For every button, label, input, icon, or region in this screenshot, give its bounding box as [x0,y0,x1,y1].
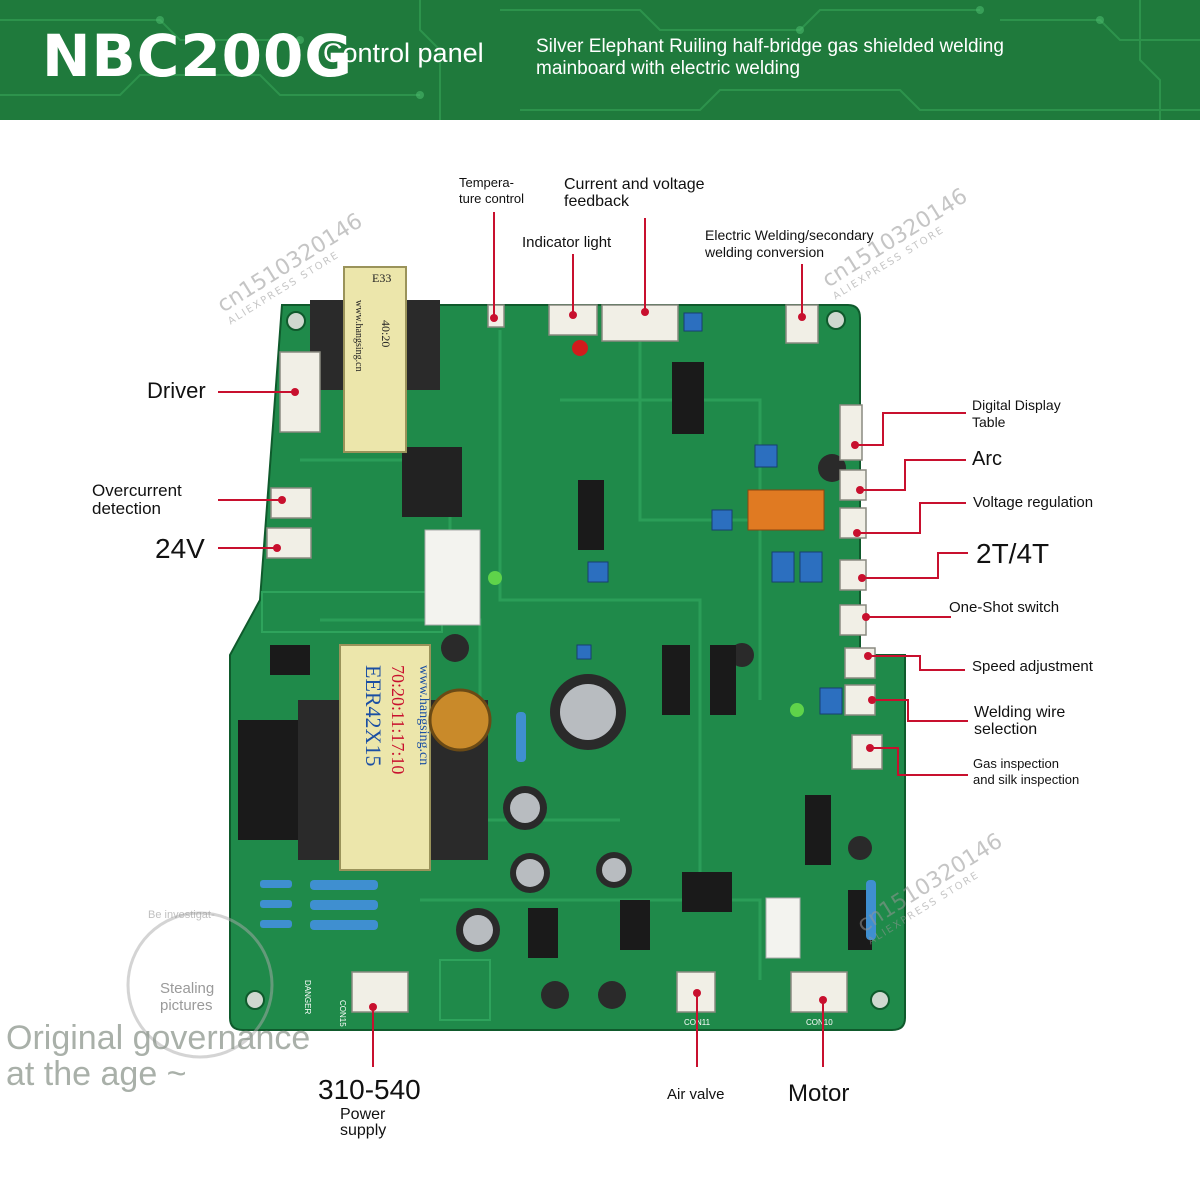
leader-speed [868,655,965,671]
label-driver: Driver [147,378,206,403]
transformer-small-bobbin [343,266,407,453]
green-led [790,703,804,717]
label-temperature-control: Tempera-ture control [459,175,525,206]
label-speed-adjustment: Speed adjustment [972,658,1093,675]
label-air-valve: Air valve [667,1086,725,1103]
leader-digital-display [855,412,966,446]
leader-gas [870,747,968,776]
transformer-small-label-2: 40:20 [379,320,393,347]
transformer-small-label-1: E33 [372,271,391,285]
label-power-value: 310-540 [318,1074,421,1105]
description: Silver Elephant Ruiling half-bridge gas … [536,36,1096,80]
label-indicator-light: Indicator light [522,234,612,251]
transformer-large-label-2: 70:20:11:17:10 [388,665,408,774]
white-resistor [765,897,801,959]
connector-label-power: CON15 [338,1000,347,1027]
circuit-pattern [0,0,1200,120]
inductor [428,688,492,752]
description-line-1: Silver Elephant Ruiling half-bridge gas … [536,36,1004,57]
transformer-large-label-1: EER42X15 [361,665,386,766]
mounting-holes [245,310,890,1010]
transformer-large-label-3: www.hangsing.cn [416,665,431,765]
green-led [488,571,502,585]
watermark-investigate: Be investigat- [148,909,215,921]
description-line-2: mainboard with electric welding [536,58,801,79]
leader-lines [218,212,968,1067]
label-24v: 24V [155,533,205,564]
ic-chips [270,362,872,958]
watermark-stamp [126,911,274,1059]
label-voltage-regulation: Voltage regulation [973,494,1094,511]
model-title: NBC200G [42,22,353,90]
leader-voltage [857,502,966,534]
subtitle: Control panel [323,38,484,68]
label-2t4t: 2T/4T [976,538,1050,569]
hatched-zone [439,959,491,1021]
red-led [572,340,588,356]
leader-welding-wire [872,699,968,722]
potentiometers [576,312,843,715]
label-one-shot-switch: One-Shot switch [949,599,1060,616]
resistors [260,712,876,940]
heatsink [402,447,462,517]
header-banner: NBC200G Control panel Silver Elephant Ru… [0,0,1200,120]
white-resistor [424,529,481,626]
capacitors [441,454,872,1009]
leader-dots [273,308,876,1011]
leader-arc [860,459,966,491]
label-motor: Motor [788,1080,850,1107]
danger-label: DANGER [303,980,312,1014]
transformer-large [339,644,431,871]
transformer-small-label-3: www.hangsing.cn [353,300,364,372]
leader-2t4t [862,552,968,579]
connector-label-motor: CON10 [806,1018,833,1027]
relay [747,489,825,531]
label-arc: Arc [972,448,1002,470]
